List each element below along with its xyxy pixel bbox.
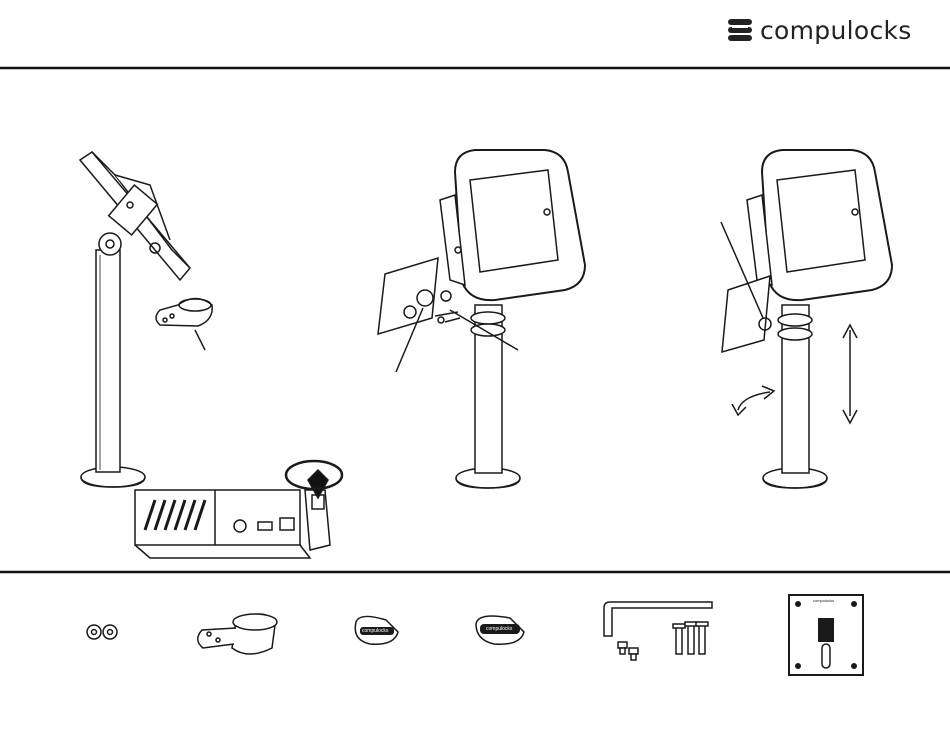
step-3-illustration [721,150,892,488]
cable-clip-a-label: compulocks [362,628,388,634]
pole-clamp-icon [198,614,277,654]
hex-key-screws-icon [604,602,712,660]
step-1-illustration [80,152,212,487]
step-2-illustration [378,150,585,488]
cable-clip-b-label: compulocks [486,626,512,632]
vesa-plate-icon [789,595,863,675]
washer-pair-icon [87,625,117,639]
cable-box-illustration [135,461,342,558]
vesa-plate-label: compulocks [813,598,834,603]
